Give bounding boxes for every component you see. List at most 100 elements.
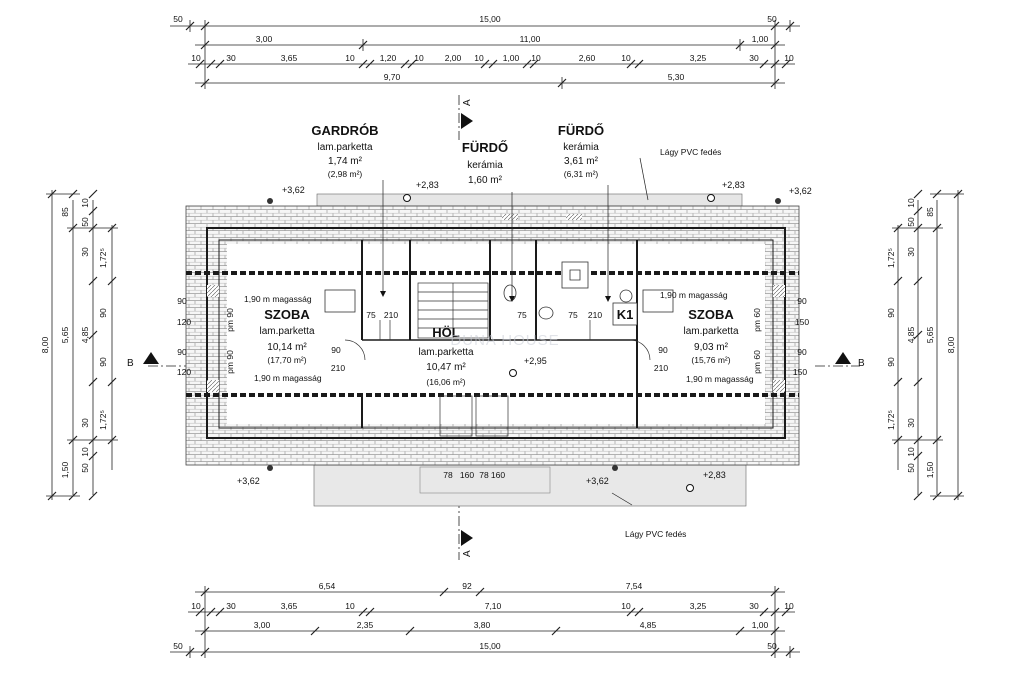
room-area2-gardrob: (2,98 m²)	[328, 169, 363, 179]
opening-labels-vertical: pm 90 pm 90 pm 60 pm 60	[225, 308, 762, 374]
svg-text:pm 90: pm 90	[225, 350, 235, 374]
room-area2-hall: (16,06 m²)	[426, 377, 465, 387]
level-top-mid: +2,83	[416, 180, 439, 190]
dim-top-8: 30	[226, 53, 236, 63]
room-area2-szoba-right: (15,76 m²)	[691, 355, 730, 365]
note-pvc-bottom: Lágy PVC fedés	[625, 529, 686, 539]
dim-bottom-9: 10	[621, 601, 631, 611]
room-floor-furdo-2: kerámia	[563, 142, 599, 153]
dim-top-23: 5,30	[668, 72, 685, 82]
svg-text:90: 90	[886, 308, 896, 318]
room-szoba-left: SZOBA lam.parketta 10,14 m² (17,70 m²)	[259, 307, 314, 365]
dim-bottom-6: 3,65	[281, 601, 298, 611]
dim-top-19: 3,25	[690, 53, 707, 63]
dim-top-4: 3,00	[256, 34, 273, 44]
level-bottom-mid: +3,62	[586, 476, 609, 486]
section-label-a-bottom: A	[462, 550, 473, 557]
svg-text:1,72⁵: 1,72⁵	[886, 248, 896, 268]
dim-bottom-17: 1,00	[752, 620, 769, 630]
dim-bottom-1: 6,54	[319, 581, 336, 591]
section-mark-a-top: A	[458, 95, 473, 140]
section-mark-a-bottom: A	[458, 498, 473, 560]
dim-top-22: 9,70	[384, 72, 401, 82]
leader-arrowheads	[380, 291, 611, 302]
walls	[186, 227, 799, 439]
level-markers	[267, 194, 781, 492]
dim-bottom-4: 10	[191, 601, 201, 611]
room-floor-hall: lam.parketta	[418, 347, 473, 358]
note-height-2: 1,90 m magasság	[660, 290, 728, 300]
svg-text:30: 30	[80, 247, 90, 257]
svg-text:pm 60: pm 60	[752, 350, 762, 374]
svg-text:90: 90	[797, 296, 807, 306]
svg-text:1,72⁵: 1,72⁵	[98, 248, 108, 268]
room-area-szoba-right: 9,03 m²	[694, 342, 729, 353]
right-roof-slope	[765, 232, 777, 427]
room-furdo-1: FÜRDŐ kerámia 1,60 m²	[462, 140, 508, 186]
section-label-a-top: A	[462, 99, 473, 106]
dim-top-14: 10	[474, 53, 484, 63]
svg-text:30: 30	[906, 247, 916, 257]
svg-text:1,50: 1,50	[60, 461, 70, 478]
dim-top-1: 50	[173, 14, 183, 24]
svg-text:50: 50	[80, 217, 90, 227]
svg-text:90: 90	[331, 345, 341, 355]
svg-text:160: 160	[491, 470, 505, 480]
room-area-hall: 10,47 m²	[426, 362, 466, 373]
svg-text:85: 85	[60, 207, 70, 217]
dim-top-15: 1,00	[503, 53, 520, 63]
bottom-inner-frame	[419, 466, 551, 494]
dim-top-20: 30	[749, 53, 759, 63]
dim-bottom-16: 4,85	[640, 620, 657, 630]
room-name-szoba-right: SZOBA	[688, 307, 734, 322]
dim-top-2: 15,00	[479, 14, 501, 24]
room-area2-szoba-left: (17,70 m²)	[267, 355, 306, 365]
dim-bottom-11: 30	[749, 601, 759, 611]
room-floor-szoba-left: lam.parketta	[259, 326, 314, 337]
top-dimension-labels: 50 15,00 50 3,00 11,00 1,00 10 30 3,65 1…	[173, 14, 794, 82]
note-height-4: 1,90 m magasság	[686, 374, 754, 384]
svg-text:4,85: 4,85	[80, 326, 90, 343]
svg-text:85: 85	[925, 207, 935, 217]
dim-top-11: 1,20	[380, 53, 397, 63]
svg-text:78: 78	[443, 470, 453, 480]
room-szoba-right: SZOBA lam.parketta 9,03 m² (15,76 m²)	[683, 307, 738, 365]
svg-text:pm 90: pm 90	[225, 308, 235, 332]
left-roof-slope	[215, 232, 227, 427]
dim-top-16: 10	[531, 53, 541, 63]
level-bottom-right: +2,83	[703, 470, 726, 480]
room-area-furdo-1: 1,60 m²	[468, 175, 503, 186]
room-floor-gardrob: lam.parketta	[317, 142, 372, 153]
dim-bottom-19: 15,00	[479, 641, 501, 651]
dim-top-5: 11,00	[520, 34, 541, 44]
room-floor-furdo-1: kerámia	[467, 160, 503, 171]
room-floor-szoba-right: lam.parketta	[683, 326, 738, 337]
watermark-logo: DUNA HOUSE	[450, 332, 559, 349]
top-dimension-ticks	[185, 21, 795, 88]
room-area-furdo-2: 3,61 m²	[564, 156, 599, 167]
svg-text:50: 50	[906, 463, 916, 473]
svg-text:160: 160	[460, 470, 474, 480]
level-bottom-left: +3,62	[237, 476, 260, 486]
svg-text:90: 90	[177, 296, 187, 306]
room-area2-furdo-2: (6,31 m²)	[564, 169, 599, 179]
svg-text:10: 10	[906, 447, 916, 457]
svg-text:90: 90	[797, 347, 807, 357]
room-name-gardrob: GARDRÓB	[311, 123, 378, 138]
note-pvc-top: Lágy PVC fedés	[660, 147, 721, 157]
section-label-b-left: B	[127, 358, 134, 369]
svg-text:210: 210	[384, 310, 398, 320]
right-dimension-ticks	[893, 189, 963, 501]
room-hall: HÖL lam.parketta 10,47 m² (16,06 m²)	[418, 325, 473, 387]
svg-text:210: 210	[588, 310, 602, 320]
dim-top-9: 3,65	[281, 53, 298, 63]
dim-bottom-2: 92	[462, 581, 472, 591]
dim-bottom-7: 10	[345, 601, 355, 611]
svg-text:90: 90	[98, 357, 108, 367]
svg-text:90: 90	[658, 345, 668, 355]
svg-text:75: 75	[517, 310, 527, 320]
bottom-dimension-lines	[170, 586, 800, 658]
dim-bottom-5: 30	[226, 601, 236, 611]
svg-text:30: 30	[80, 418, 90, 428]
